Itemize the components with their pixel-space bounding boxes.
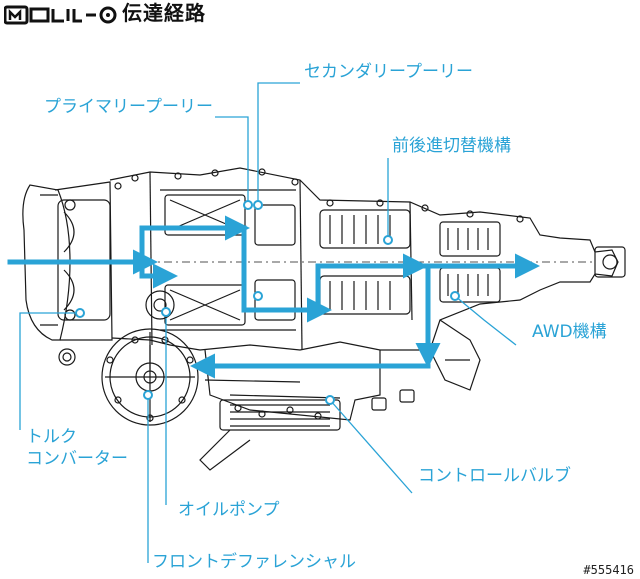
- label-control-valve: コントロールバルブ: [418, 466, 571, 486]
- page-title: 伝達経路: [122, 1, 206, 25]
- label-oil-pump: オイルポンプ: [178, 500, 280, 520]
- power-flow-path: [7, 215, 540, 379]
- logo-mark: [4, 5, 117, 25]
- watermark: #555416: [583, 563, 634, 577]
- label-front-differential: フロントデファレンシャル: [152, 552, 356, 572]
- label-awd: AWD機構: [532, 322, 607, 342]
- leader-dots: [75, 200, 460, 405]
- label-secondary-pulley: セカンダリープーリー: [304, 62, 473, 82]
- transmission-housing: [22, 167, 626, 471]
- logo: [4, 4, 122, 26]
- label-primary-pulley: プライマリープーリー: [44, 97, 213, 117]
- leader-lines: [19, 82, 517, 563]
- label-forward-reverse: 前後進切替機構: [392, 136, 511, 156]
- label-torque-converter: トルク コンバーター: [26, 427, 128, 469]
